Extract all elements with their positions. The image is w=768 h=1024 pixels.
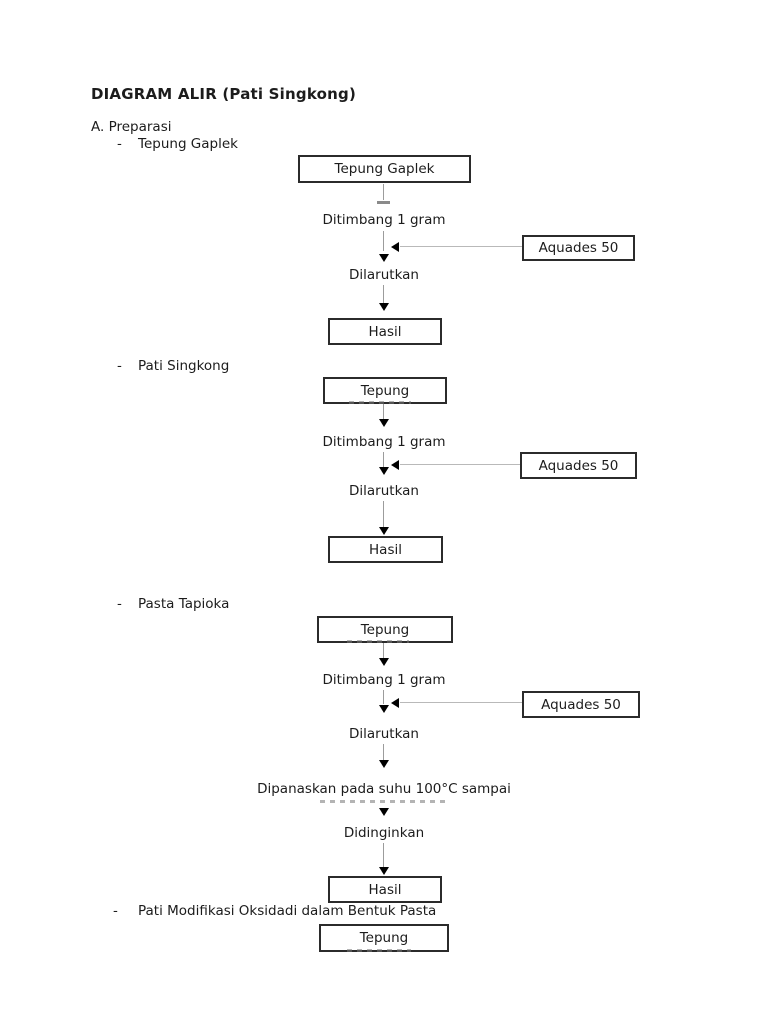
flow1-connector-line	[383, 285, 384, 303]
flow3-step-didinginkan: Didinginkan	[343, 825, 425, 841]
flow4-start-box: Tepung	[319, 924, 449, 952]
flow3-start-box: Tepung	[317, 616, 453, 643]
flow2-connector-line	[383, 452, 384, 467]
flow1-connector-line	[383, 231, 384, 251]
flow3-result-label: Hasil	[368, 881, 402, 898]
flow1-aquades-box: Aquades 50	[522, 235, 635, 261]
flow1-step-dilarutkan: Dilarutkan	[349, 267, 419, 283]
bullet-label-pati-modifikasi: Pati Modifikasi Oksidadi dalam Bentuk Pa…	[138, 903, 437, 919]
flow1-arrow-stub	[377, 201, 390, 204]
flow3-arrow-down-icon	[379, 658, 389, 666]
bullet-marker: -	[117, 358, 122, 374]
flow1-start-label: Tepung Gaplek	[334, 161, 435, 177]
flow3-aquades-box: Aquades 50	[522, 691, 640, 718]
flow2-connector-line	[383, 404, 384, 419]
flow2-arrow-down-icon	[379, 419, 389, 427]
flow3-arrow-down-icon	[379, 808, 389, 816]
bullet-label-pasta-tapioka: Pasta Tapioka	[138, 596, 230, 612]
clipped-text-artifact	[320, 800, 450, 803]
flow3-arrow-down-icon	[379, 705, 389, 713]
flow3-arrow-left-icon	[391, 698, 399, 708]
flow3-arrow-down-icon	[379, 867, 389, 875]
flow1-result-label: Hasil	[368, 323, 402, 340]
flow3-result-box: Hasil	[328, 876, 442, 903]
flow2-start-box: Tepung	[323, 377, 447, 404]
flow1-result-box: Hasil	[328, 318, 442, 345]
flow1-arrow-down-icon	[379, 254, 389, 262]
flow2-side-connector-line	[400, 464, 520, 465]
flow3-connector-line	[383, 744, 384, 760]
flow3-aquades-label: Aquades 50	[541, 696, 621, 713]
clipped-text-artifact	[349, 401, 411, 404]
clipped-text-artifact	[347, 640, 409, 643]
flow3-connector-line	[383, 843, 384, 867]
flow2-aquades-label: Aquades 50	[538, 457, 619, 474]
flow1-side-connector-line	[400, 246, 522, 247]
flow2-step-dilarutkan: Dilarutkan	[349, 483, 419, 499]
flow3-step-ditimbang: Ditimbang 1 gram	[322, 672, 446, 688]
flow2-arrow-left-icon	[391, 460, 399, 470]
flow1-arrow-left-icon	[391, 242, 399, 252]
bullet-marker: -	[117, 596, 122, 612]
flow2-result-box: Hasil	[328, 536, 443, 563]
flow1-connector-line	[383, 184, 384, 200]
flow3-step-dilarutkan: Dilarutkan	[349, 726, 419, 742]
flow3-side-connector-line	[400, 702, 522, 703]
flow3-start-label: Tepung	[360, 621, 410, 638]
flow3-step-dipanaskan: Dipanaskan pada suhu 100°C sampai	[257, 781, 511, 797]
flow2-arrow-down-icon	[379, 467, 389, 475]
flow4-start-label: Tepung	[359, 930, 409, 946]
document-title: DIAGRAM ALIR (Pati Singkong)	[91, 85, 356, 103]
flow2-aquades-box: Aquades 50	[520, 452, 637, 479]
flow2-result-label: Hasil	[369, 541, 402, 558]
flow1-aquades-label: Aquades 50	[538, 240, 619, 256]
flow2-start-label: Tepung	[360, 382, 410, 399]
clipped-text-artifact	[347, 949, 411, 952]
flow3-connector-line	[383, 690, 384, 704]
flow3-arrow-down-icon	[379, 760, 389, 768]
flow2-step-ditimbang: Ditimbang 1 gram	[322, 434, 446, 450]
flow1-arrow-down-icon	[379, 303, 389, 311]
flow1-step-ditimbang: Ditimbang 1 gram	[322, 212, 446, 228]
bullet-marker: -	[117, 136, 122, 152]
flow3-connector-line	[383, 643, 384, 658]
bullet-marker: -	[113, 903, 118, 919]
bullet-label-tepung-gaplek: Tepung Gaplek	[138, 136, 238, 152]
flow1-start-box: Tepung Gaplek	[298, 155, 471, 183]
flow2-arrow-down-icon	[379, 527, 389, 535]
section-heading: A. Preparasi	[91, 119, 172, 135]
bullet-label-pati-singkong: Pati Singkong	[138, 358, 230, 374]
flow2-connector-line	[383, 501, 384, 527]
